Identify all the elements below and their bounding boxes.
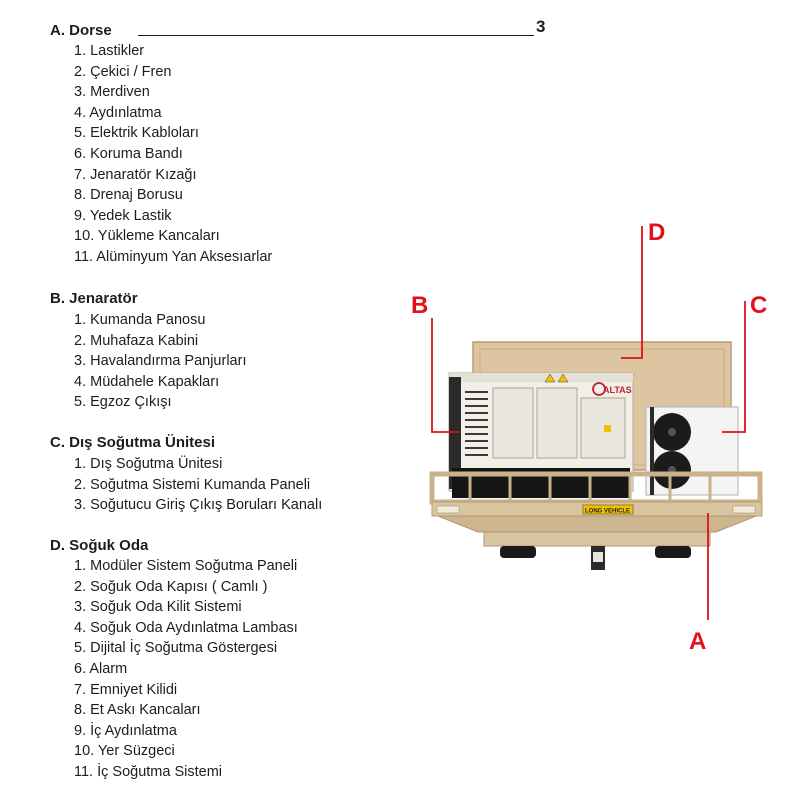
panel-indicator <box>604 425 611 432</box>
long-vehicle-label: LONG VEHICLE <box>585 509 630 515</box>
warning-sign-icon <box>544 373 556 383</box>
fan-hub-icon <box>668 428 676 436</box>
list-item: 3. Havalandırma Panjurları <box>74 353 247 370</box>
list-item: 3. Soğutucu Giriş Çıkış Boruları Kanalı <box>74 497 323 514</box>
list-item: 8. Drenaj Borusu <box>74 187 183 204</box>
list-item: 1. Dış Soğutma Ünitesi <box>74 456 223 472</box>
list-item: 4. Soğuk Oda Aydınlatma Lambası <box>74 619 298 636</box>
list-item: 5. Dijital İç Soğutma Göstergesi <box>74 640 278 657</box>
exhaust-panel <box>449 377 461 489</box>
railing-posts <box>468 474 712 502</box>
section-c-heading: C. Dış Soğutma Ünitesi <box>50 434 216 451</box>
callout-a: A <box>689 628 707 655</box>
list-item: 6. Alarm <box>74 660 128 677</box>
list-item: 4. Aydınlatma <box>74 104 162 121</box>
list-item: 7. Emniyet Kilidi <box>74 681 178 698</box>
list-item: 9. Yedek Lastik <box>74 207 172 224</box>
callout-c: C <box>750 292 768 319</box>
list-item: 2. Soğutma Sistemi Kumanda Paneli <box>74 476 311 493</box>
section-a-list: 1. Lastikler 2. Çekici / Fren 3. Merdive… <box>74 41 272 268</box>
warning-sign-icon <box>557 373 569 383</box>
side-plate-right <box>732 505 756 514</box>
list-item: 7. Jenaratör Kızağı <box>74 166 197 183</box>
section-d-heading: D. Soğuk Oda <box>50 537 149 554</box>
list-item: 5. Elektrik Kabloları <box>74 125 199 142</box>
list-item: 3. Merdiven <box>74 84 150 101</box>
list-item: 1. Kumanda Panosu <box>74 312 206 328</box>
callout-line-b <box>431 318 459 433</box>
tire-icon <box>500 546 536 558</box>
lower-frame <box>483 531 711 547</box>
control-panel-door <box>580 397 626 459</box>
list-item: 2. Soğuk Oda Kapısı ( Camlı ) <box>74 578 268 595</box>
list-item: 2. Çekici / Fren <box>74 63 172 80</box>
brand-label: ALTAS <box>603 385 632 395</box>
page-number: 3 <box>536 17 546 36</box>
side-plate-left <box>436 505 460 514</box>
list-item: 11. Alüminyum Yan Aksesıarlar <box>74 248 273 265</box>
list-item: 10. Yükleme Kancaları <box>74 228 220 245</box>
brand-logo-icon <box>592 382 606 396</box>
section-b-heading: B. Jenaratör <box>50 290 138 307</box>
section-d-list: 1. Modüler Sistem Soğutma Paneli 2. Soğu… <box>74 556 298 783</box>
list-item: 9. İç Aydınlatma <box>74 722 177 739</box>
list-item: 8. Et Askı Kancaları <box>74 702 201 719</box>
access-door-1 <box>492 387 534 459</box>
list-item: 6. Koruma Bandı <box>74 145 183 162</box>
access-door-2 <box>536 387 578 459</box>
section-a-heading: A. Dorse <box>50 22 112 39</box>
section-b-list: 1. Kumanda Panosu 2. Muhafaza Kabini 3. … <box>74 310 246 413</box>
list-item: 1. Lastikler <box>74 43 145 59</box>
ventilation-louvers <box>465 391 488 456</box>
long-vehicle-plate <box>582 504 634 515</box>
callout-line-d <box>621 226 643 359</box>
callout-d: D <box>648 219 666 246</box>
list-item: 10. Yer Süzgeci <box>74 743 175 760</box>
tire-icon <box>655 546 691 558</box>
callout-lines <box>431 226 746 620</box>
header-rule <box>138 35 534 36</box>
callout-line-c <box>722 301 746 433</box>
list-item: 2. Muhafaza Kabini <box>74 332 199 349</box>
callout-b: B <box>411 292 429 319</box>
support-foot <box>593 552 603 562</box>
generator-roof <box>449 373 633 382</box>
list-item: 1. Modüler Sistem Soğutma Paneli <box>74 558 298 574</box>
list-item: 3. Soğuk Oda Kilit Sistemi <box>74 599 242 616</box>
list-item: 5. Egzoz Çıkışı <box>74 394 172 411</box>
section-c-list: 1. Dış Soğutma Ünitesi 2. Soğutma Sistem… <box>74 454 322 516</box>
list-item: 11. İç Soğutma Sistemi <box>74 763 223 780</box>
trailer-chassis <box>437 515 757 533</box>
cooling-unit-frame <box>650 407 654 495</box>
list-item: 4. Müdahele Kapakları <box>74 373 220 390</box>
